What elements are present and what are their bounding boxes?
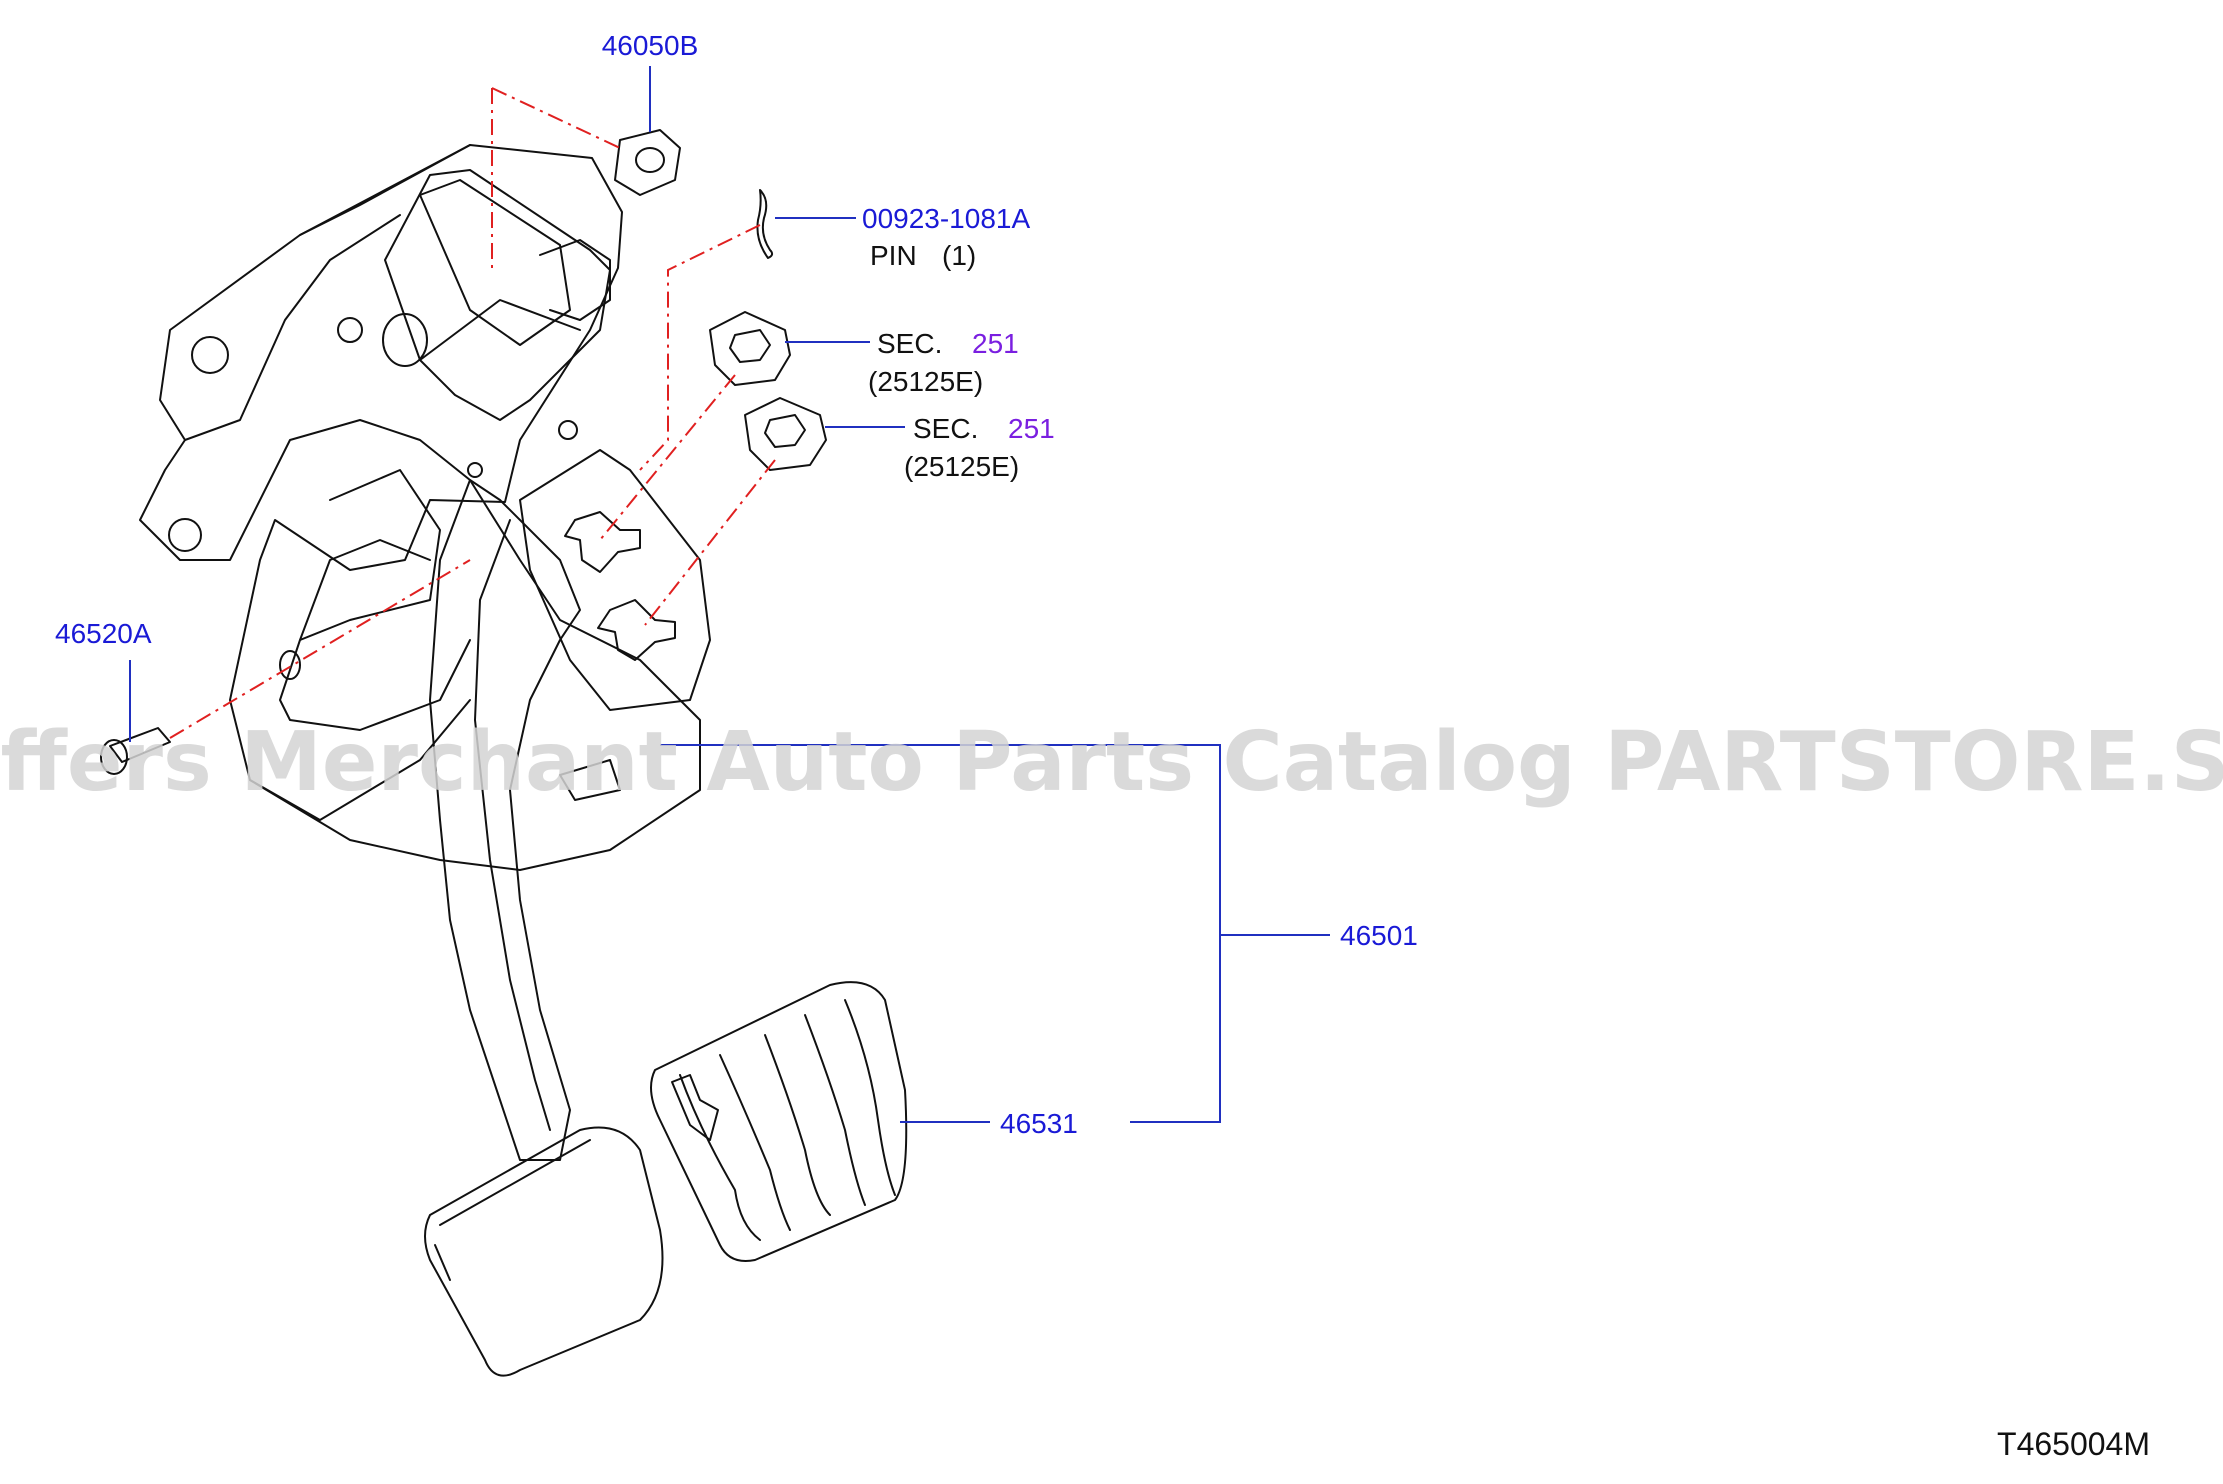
switch-code-lower: (25125E)	[904, 451, 1019, 482]
part-link-00923-1081A[interactable]: 00923-1081A	[862, 203, 1030, 234]
bracket-hole-small	[467, 462, 483, 478]
switch-clip-lower-key	[764, 414, 806, 448]
brake-pedal-pad	[424, 1126, 664, 1377]
nut-shape	[614, 129, 681, 196]
clutch-pad-inner	[671, 1074, 719, 1141]
part-link-46050B[interactable]: 46050B	[602, 30, 699, 61]
assembly-lines	[169, 87, 776, 739]
sec-link-251-upper[interactable]: 251	[972, 328, 1019, 359]
switch-clip-upper	[709, 311, 791, 386]
pin-quantity: (1)	[942, 240, 976, 271]
bracket-box	[384, 169, 611, 421]
clevis-pin-head	[100, 739, 128, 775]
sec-link-251-lower[interactable]: 251	[1008, 413, 1055, 444]
switch-hole-lower	[597, 599, 676, 661]
bracket-hole-side	[558, 420, 578, 440]
leader-lines	[129, 66, 1330, 1123]
pin-assembly-line	[639, 224, 761, 471]
pedal-assembly-drawing	[100, 129, 908, 1377]
watermark-text: Offers Merchant Auto Parts Catalog PARTS…	[0, 715, 2223, 810]
switch-clip-upper-key	[729, 329, 771, 363]
pedal-arm-inner	[474, 519, 551, 1131]
part-link-46520A[interactable]: 46520A	[55, 618, 152, 649]
clevis-assembly-line	[169, 559, 471, 739]
sec-label-upper: SEC.	[877, 328, 942, 359]
switch-hole-upper	[564, 511, 641, 573]
bracket-web-3	[249, 699, 471, 821]
bracket-hole-left	[191, 336, 229, 374]
pedal-bracket	[139, 144, 701, 871]
switch-lower-line	[644, 459, 776, 626]
bracket-hole-center	[382, 313, 428, 367]
bracket-web-2	[299, 539, 431, 641]
snap-pin-shape	[756, 189, 774, 259]
part-link-46531[interactable]: 46531	[1000, 1108, 1078, 1139]
bracket-pivot	[337, 317, 363, 343]
switch-plate	[519, 449, 711, 711]
bracket-hole-lower	[168, 518, 202, 552]
bracket-hole-bottom	[279, 650, 301, 680]
bracket-flange-inner	[184, 214, 401, 441]
clevis-pin-shape	[109, 727, 171, 763]
switch-upper-line	[599, 374, 736, 541]
nut-hole	[635, 147, 665, 173]
pin-description: PIN	[870, 240, 917, 271]
bracket-slot	[419, 179, 571, 346]
bracket-tab	[539, 239, 611, 321]
diagram-code: T465004M	[1997, 1426, 2150, 1462]
clutch-pedal-pad	[650, 981, 908, 1262]
pedal-arm-hole	[559, 759, 621, 801]
bracket-web	[279, 469, 471, 731]
brake-pad-face	[434, 1139, 591, 1281]
leader-pedal-assy	[660, 744, 1330, 1123]
sec-label-lower: SEC.	[913, 413, 978, 444]
switch-code-upper: (25125E)	[868, 366, 983, 397]
clutch-pad-ribs	[679, 999, 896, 1241]
nut-assembly-line	[491, 87, 621, 270]
bracket-box-edge	[419, 299, 581, 361]
bracket-flange	[299, 144, 471, 236]
switch-clip-lower	[744, 397, 827, 471]
part-link-46501[interactable]: 46501	[1340, 920, 1418, 951]
pedal-arm	[429, 479, 581, 1161]
